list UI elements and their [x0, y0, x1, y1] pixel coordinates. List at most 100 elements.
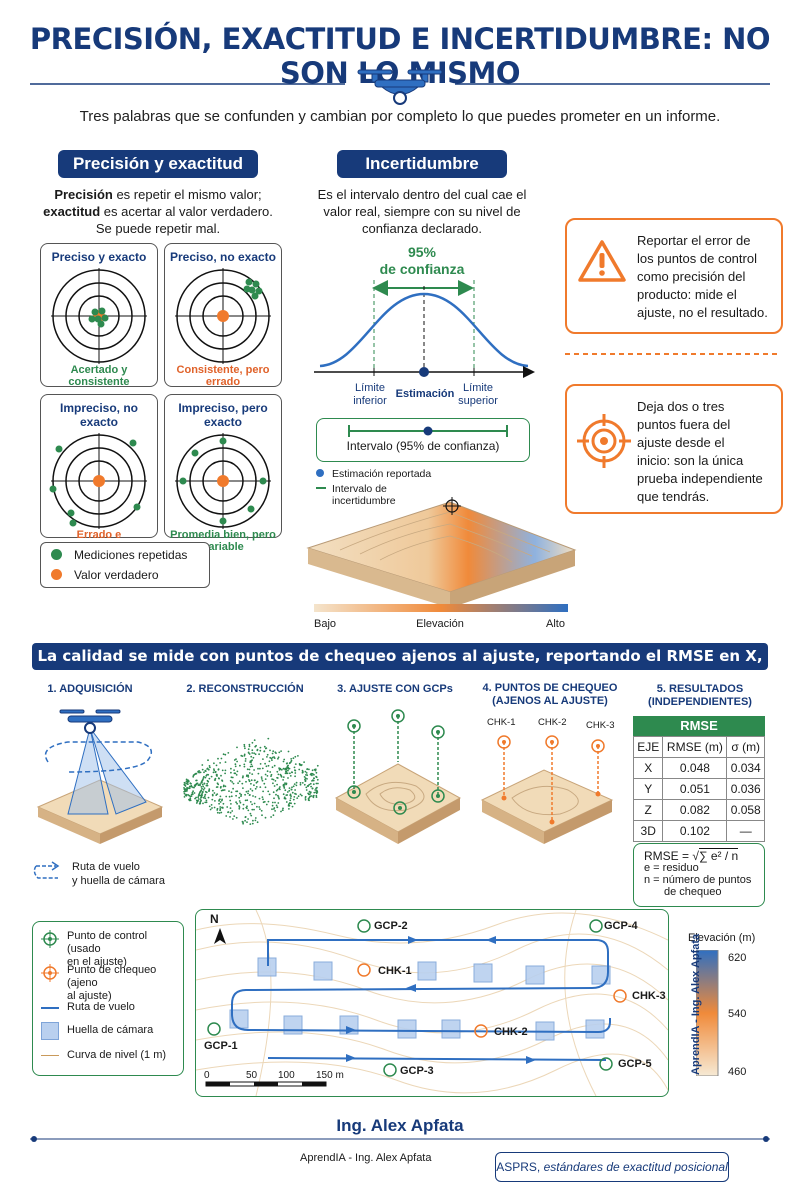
point-cloud-dot — [238, 800, 241, 802]
point-cloud-dot — [195, 779, 198, 782]
target-panel-imprecise-accurate: Impreciso, pero exacto Promedia bien, pe… — [164, 394, 282, 553]
point-cloud-dot — [271, 804, 274, 807]
point-cloud-dot — [186, 781, 189, 784]
point-cloud-dot — [284, 782, 286, 785]
point-cloud-dot — [236, 770, 239, 773]
point-cloud-dot — [276, 806, 279, 809]
point-cloud-dot — [274, 780, 277, 782]
point-cloud-dot — [245, 775, 248, 777]
point-cloud-dot — [243, 765, 246, 768]
step-3-title: 3. AJUSTE CON GCPs — [337, 683, 453, 695]
point-cloud-dot — [193, 773, 196, 776]
point-cloud-dot — [230, 803, 232, 805]
reconstruction-point-cloud — [182, 726, 319, 830]
step-2-title: 2. RECONSTRUCCIÓN — [186, 683, 304, 695]
point-cloud-dot — [187, 783, 189, 785]
point-cloud-dot — [246, 805, 248, 808]
point-cloud-dot — [316, 764, 319, 767]
point-cloud-dot — [231, 776, 234, 779]
point-cloud-dot — [199, 800, 202, 802]
warning-triangle-icon — [578, 240, 626, 282]
point-cloud-dot — [202, 802, 204, 805]
point-cloud-dot — [203, 787, 206, 789]
point-cloud-dot — [232, 818, 234, 820]
point-cloud-dot — [270, 816, 272, 818]
point-cloud-dot — [218, 777, 220, 780]
point-cloud-dot — [244, 799, 247, 802]
point-cloud-dot — [198, 770, 201, 772]
chk-1-label: CHK-1 — [487, 717, 516, 728]
point-cloud-dot — [276, 783, 278, 786]
point-cloud-dot — [271, 752, 274, 755]
point-cloud-dot — [273, 797, 275, 800]
point-cloud-dot — [219, 795, 222, 798]
point-cloud-dot — [263, 745, 266, 748]
point-cloud-dot — [264, 816, 267, 819]
point-cloud-dot — [280, 768, 283, 771]
point-cloud-dot — [295, 784, 298, 787]
point-cloud-dot — [233, 759, 236, 761]
point-cloud-dot — [304, 770, 307, 773]
point-cloud-dot — [261, 767, 264, 770]
point-cloud-dot — [259, 786, 262, 788]
point-cloud-dot — [305, 789, 308, 791]
point-cloud-dot — [279, 786, 281, 788]
point-cloud-dot — [199, 783, 201, 785]
point-cloud-dot — [265, 765, 268, 768]
point-cloud-dot — [300, 794, 303, 797]
point-cloud-dot — [230, 776, 233, 779]
point-cloud-dot — [294, 769, 296, 772]
point-cloud-dot — [224, 761, 227, 763]
point-cloud-dot — [277, 802, 280, 804]
point-cloud-dot — [201, 768, 204, 771]
point-cloud-dot — [204, 770, 207, 772]
point-cloud-dot — [219, 806, 222, 808]
quality-banner: La calidad se mide con puntos de chequeo… — [32, 643, 768, 692]
point-cloud-dot — [290, 758, 293, 760]
point-cloud-dot — [273, 757, 276, 759]
precision-legend: Mediciones repetidas Valor verdadero — [40, 542, 210, 588]
point-cloud-dot — [255, 781, 258, 784]
point-cloud-dot — [230, 767, 232, 770]
point-cloud-dot — [244, 760, 247, 762]
point-cloud-dot — [276, 770, 279, 773]
point-cloud-dot — [218, 802, 220, 805]
point-cloud-dot — [190, 795, 193, 797]
point-cloud-dot — [293, 802, 296, 805]
elevation-colorbar — [314, 604, 568, 612]
table-header: RMSE (m) — [662, 736, 728, 758]
point-cloud-dot — [266, 775, 269, 777]
point-cloud-dot — [198, 802, 201, 805]
point-cloud-dot — [272, 778, 275, 781]
point-cloud-dot — [282, 807, 284, 810]
point-cloud-dot — [275, 752, 277, 754]
point-cloud-dot — [315, 791, 317, 793]
point-cloud-dot — [282, 793, 285, 796]
point-cloud-dot — [192, 786, 194, 789]
point-cloud-dot — [214, 800, 216, 802]
point-cloud-dot — [244, 793, 246, 796]
point-cloud-dot — [201, 764, 204, 766]
point-cloud-dot — [210, 804, 213, 806]
point-cloud-dot — [249, 801, 252, 803]
point-cloud-dot — [259, 749, 262, 752]
point-cloud-dot — [310, 785, 312, 788]
point-cloud-dot — [250, 782, 252, 785]
point-cloud-dot — [300, 764, 303, 766]
point-cloud-dot — [240, 793, 243, 796]
point-cloud-dot — [235, 816, 238, 819]
chk-1-map-label: CHK-1 — [378, 965, 412, 977]
point-cloud-dot — [267, 800, 270, 803]
point-cloud-dot — [253, 779, 256, 782]
page-subtitle: Tres palabras que se confunden y cambian… — [79, 108, 721, 125]
check-point-icon — [41, 964, 59, 982]
point-cloud-dot — [303, 761, 305, 763]
point-cloud-dot — [199, 798, 202, 800]
point-cloud-dot — [291, 805, 294, 808]
point-cloud-dot — [220, 785, 222, 788]
point-cloud-dot — [252, 819, 254, 822]
point-cloud-dot — [315, 776, 318, 779]
point-cloud-dot — [316, 778, 319, 781]
step-4-title: 4. PUNTOS DE CHEQUEO(AJENOS AL AJUSTE) — [482, 682, 618, 707]
point-cloud-dot — [288, 802, 291, 804]
